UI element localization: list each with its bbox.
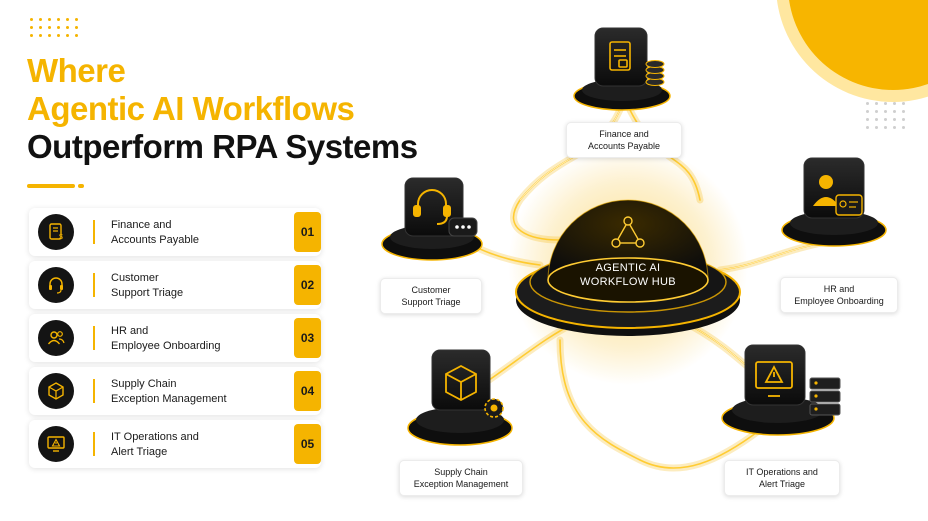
headset-icon: [413, 189, 451, 225]
list-item-label: Supply Chain Exception Management: [111, 378, 227, 405]
list-item-number: 05: [294, 424, 321, 464]
dot-pattern: [30, 18, 79, 37]
row-separator: [93, 326, 95, 350]
coin-stack-icon: [645, 60, 665, 86]
list-item-label: Finance and Accounts Payable: [111, 219, 200, 246]
list-item-number: 04: [294, 371, 321, 411]
alert-monitor-icon: [755, 361, 793, 397]
list-item-label: Customer Support Triage: [111, 272, 184, 299]
list-item: $ Finance and Accounts Payable 01: [29, 208, 321, 256]
list-item: Supply Chain Exception Management 04: [29, 367, 321, 415]
people-icon: [38, 320, 74, 356]
page-title: Where Agentic AI Workflows Outperform RP…: [27, 52, 418, 166]
chat-bubble-icon: [448, 217, 478, 237]
list-item: HR and Employee Onboarding 03: [29, 314, 321, 362]
invoice-icon: $: [38, 214, 74, 250]
node-finance: [573, 27, 671, 111]
list-item-number: 03: [294, 318, 321, 358]
node-label-customer-support: Customer Support Triage: [380, 278, 482, 314]
network-triangle-icon: [611, 216, 645, 248]
row-separator: [93, 273, 95, 297]
node-it-operations: [721, 344, 841, 436]
server-stack-icon: [809, 377, 841, 416]
list-item-label: HR and Employee Onboarding: [111, 325, 221, 352]
title-line-3: Outperform RPA Systems: [27, 128, 418, 165]
headset-icon: [38, 267, 74, 303]
title-underline-dot: [78, 184, 84, 188]
row-separator: [93, 379, 95, 403]
node-customer-support: [381, 177, 483, 261]
title-underline: [27, 184, 75, 188]
list-item: Customer Support Triage 02: [29, 261, 321, 309]
node-supply-chain: [407, 349, 513, 446]
use-case-list: $ Finance and Accounts Payable 01 Custom…: [29, 208, 321, 473]
hub-label: AGENTIC AI WORKFLOW HUB: [580, 262, 676, 288]
node-label-it-operations: IT Operations and Alert Triage: [724, 460, 840, 496]
node-label-finance: Finance and Accounts Payable: [566, 122, 682, 158]
person-icon: [813, 175, 839, 206]
title-line-1: Where: [27, 52, 126, 89]
row-separator: [93, 432, 95, 456]
invoice-icon: [609, 41, 631, 71]
row-separator: [93, 220, 95, 244]
list-item-label: IT Operations and Alert Triage: [111, 431, 199, 458]
id-badge-icon: [835, 194, 863, 216]
title-line-2: Agentic AI Workflows: [27, 90, 355, 127]
gear-icon: [484, 398, 504, 418]
list-item: IT Operations and Alert Triage 05: [29, 420, 321, 468]
workflow-hub: [508, 145, 748, 385]
dot-pattern: [866, 102, 906, 129]
node-label-hr: HR and Employee Onboarding: [780, 277, 898, 313]
package-icon: [38, 373, 74, 409]
node-hr: [781, 157, 887, 247]
alert-monitor-icon: [38, 426, 74, 462]
list-item-number: 01: [294, 212, 321, 252]
svg-text:$: $: [59, 234, 63, 241]
node-label-supply-chain: Supply Chain Exception Management: [399, 460, 523, 496]
list-item-number: 02: [294, 265, 321, 305]
package-icon: [445, 364, 477, 402]
